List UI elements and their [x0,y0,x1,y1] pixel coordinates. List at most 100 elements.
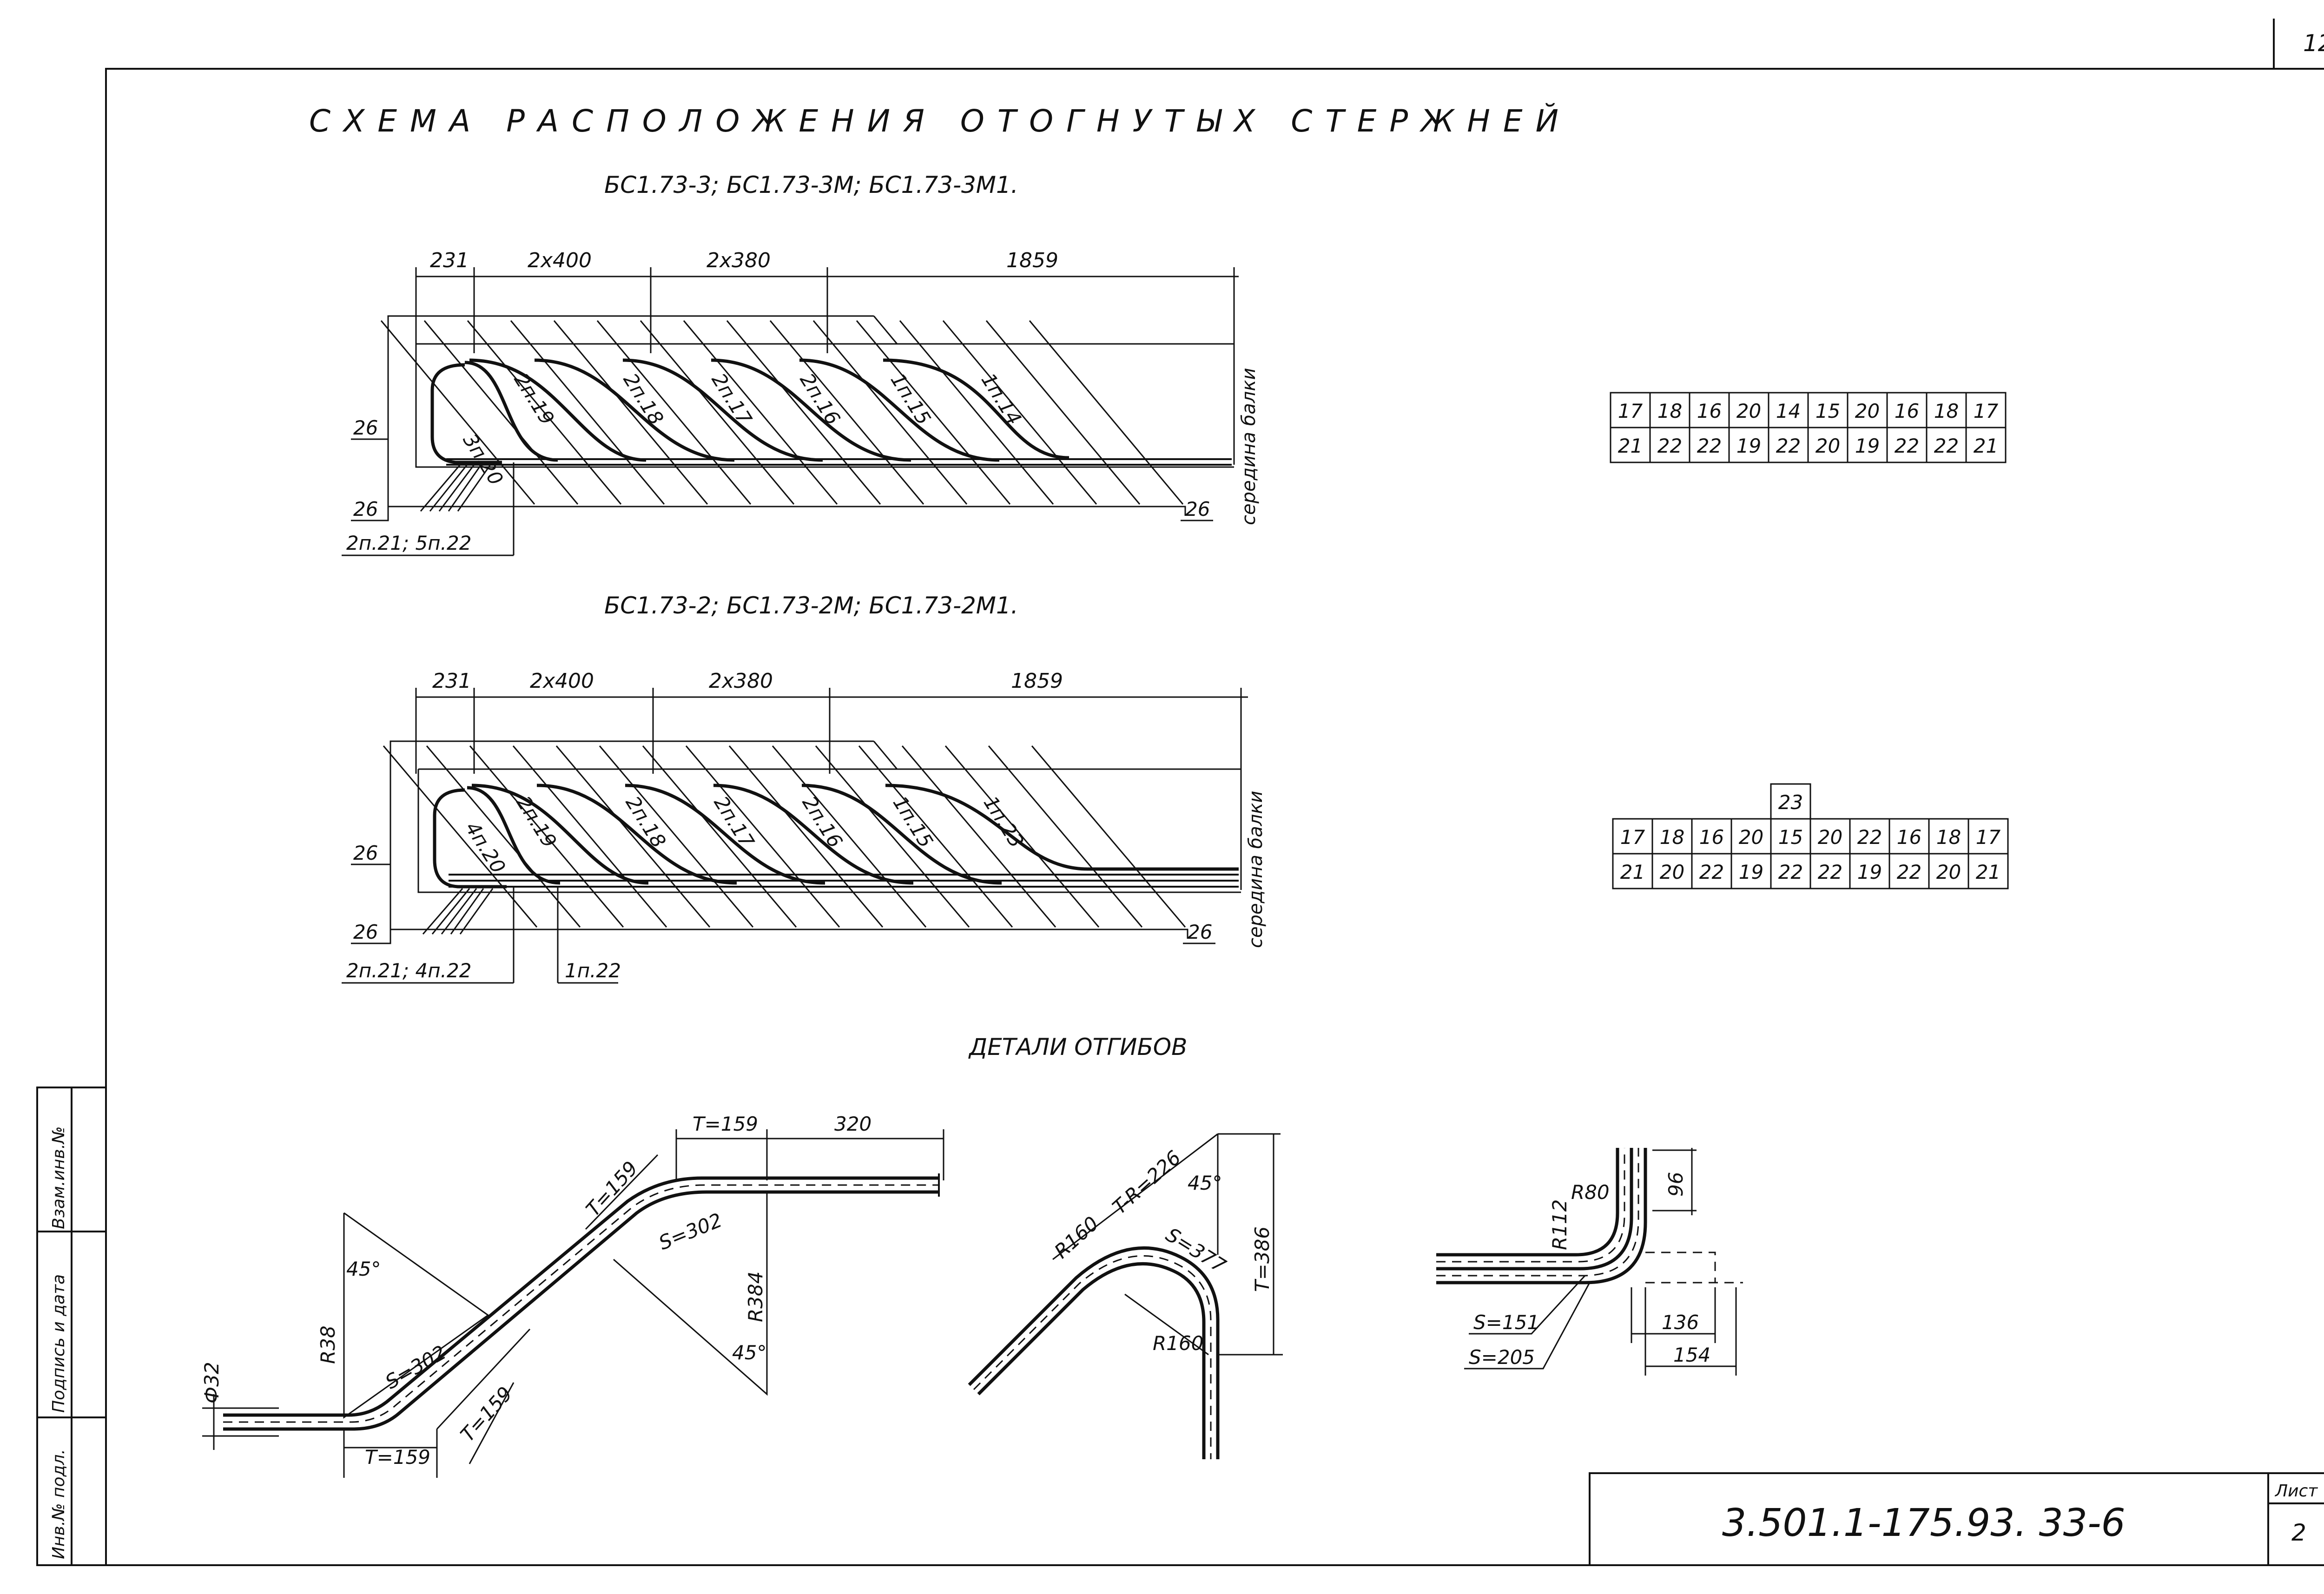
scheme2-bent-bars [433,784,1239,889]
side-stamp: Инв.№ подл. Подпись и дата Взам.инв.№ [36,1087,107,1566]
table-cell: 20 [1736,400,1761,422]
table-cell: 21 [1974,435,1998,457]
scheme1-dim-231: 231 [430,249,469,272]
detail2-angle: 45° [1188,1172,1222,1194]
scheme1-dim-2x400: 2x400 [528,249,592,272]
stirrup-line [683,320,838,505]
sheet-label: Лист [2274,1482,2318,1501]
table-cell: 20 [1739,826,1763,849]
table-cell: 22 [1657,435,1682,457]
stirrup-line [469,745,624,928]
stirrup-line [467,320,622,505]
stirrup-line [728,745,884,928]
table-cell: 18 [1936,826,1961,849]
stirrup-line [858,745,1013,928]
scheme2-bottom-label: 2п.21; 4п.22 [346,959,471,982]
table-cell: 19 [1739,861,1763,883]
table-cell: 20 [1855,400,1880,422]
table-cell: 16 [1697,400,1722,422]
detail1-t-bottom: T=159 [365,1446,430,1469]
scheme-2: БС1.73-2; БС1.73-2М; БС1.73-2М1. 231 2x4… [342,592,2009,984]
table-cell: 22 [1934,435,1959,457]
stirrup-line [812,320,968,505]
side-stamp-inv: Инв.№ подл. [49,1449,68,1559]
scheme2-bar-label: 1п.23 [979,792,1029,852]
table-cell: 14 [1776,400,1801,422]
stirrup-line [772,745,927,928]
scheme2-dimension-line: 231 2x400 2x380 1859 [415,669,1248,890]
table-cell: 21 [1618,435,1643,457]
title-block: 3.501.1-175.93. 33-6 Лист 2 [1589,1472,2324,1566]
detail1-s-upper: S=302 [655,1209,725,1255]
scheme1-dimension-line: 231 2x400 2x380 1859 [415,249,1239,465]
table-cell: 21 [1620,861,1645,883]
stirrup-line [988,745,1143,928]
detail2-t: T=386 [1251,1226,1274,1292]
scheme2-bottom-label-2: 1п.22 [565,959,621,982]
table-cell: 22 [1699,861,1724,883]
stirrup-line [383,745,538,928]
detail-3-bend: 96 R80 R112 136 154 S=151 S=205 [1436,1148,1743,1376]
scheme1-dim-1859: 1859 [1006,249,1058,272]
stirrup-line [599,745,754,928]
table-cell: 18 [1660,826,1684,849]
stirrup-line [426,745,581,928]
table-cell: 22 [1778,861,1803,883]
detail2-r160-bottom: R160 [1153,1332,1203,1355]
table-cell: 20 [1816,435,1840,457]
detail1-r384: R384 [744,1271,767,1322]
scheme1-subtitle: БС1.73-3; БС1.73-3М; БС1.73-3М1. [604,171,1018,198]
detail-1-bend: Ф32 R38 45° R384 45° S=302 S=302 T=159 T… [200,1113,944,1478]
table-cell: 19 [1855,435,1880,457]
stirrup-line [685,745,840,928]
scheme1-bottom-label: 2п.21; 5п.22 [346,532,471,554]
detail1-r38: R38 [317,1325,339,1364]
stirrup-line [423,320,579,505]
scheme2-beam-outline [390,740,1241,939]
doc-code: 3.501.1-175.93. 33-6 [1722,1501,2126,1545]
stirrup-line [726,320,881,505]
scheme2-stirrups [383,745,1186,928]
stirrup-line [555,745,711,928]
table-cell: 22 [1776,435,1801,457]
svg-text:26: 26 [353,842,378,864]
detail1-t-diag-upper: T=159 [581,1157,642,1221]
stirrup-line [380,320,535,505]
table-cell: 16 [1895,400,1919,422]
stirrup-line [596,320,752,505]
table-cell: 18 [1657,400,1682,422]
side-stamp-replace: Взам.инв.№ [49,1126,68,1229]
scheme2-dim-231: 231 [432,669,471,693]
detail-2-bend: R160 T-R=226 S=377 45° T=386 R160 [968,1133,1283,1459]
scheme1-mark-26: 26 26 26 [351,416,1213,521]
table-cell: 15 [1816,400,1840,422]
table-cell: 20 [1818,826,1842,849]
detail3-s205: S=205 [1469,1346,1535,1369]
stirrup-line [642,745,797,928]
scheme1-bar-label: 1п.15 [886,369,936,429]
table-cell: 17 [1974,400,1999,422]
stirrup-line [899,320,1054,505]
scheme1-bent-bars [430,358,1232,466]
scheme1-bar-label: 2п.16 [796,369,845,429]
drawing-title: СХЕМА РАСПОЛОЖЕНИЯ ОТОГНУТЫХ СТЕРЖНЕЙ [309,103,1571,139]
table-cell-extra: 23 [1778,791,1803,814]
svg-text:26: 26 [1188,921,1212,943]
scheme2-bar-label: 2п.18 [621,792,671,852]
stirrup-line [985,320,1141,505]
stirrup-line [769,320,924,505]
scheme1-beam-outline [387,315,1234,516]
sheet-frame [105,19,2324,1566]
scheme2-mid-label: середина балки [1245,790,1267,948]
detail1-t-top: T=159 [693,1113,758,1135]
detail2-r160-top: R160 [1050,1212,1103,1263]
detail1-angle-2: 45° [732,1341,766,1364]
scheme1-leader-lines [342,462,515,556]
table-cell: 20 [1660,861,1684,883]
detail3-154: 154 [1673,1344,1710,1366]
table-cell: 20 [1936,861,1961,883]
table-cell: 19 [1857,861,1882,883]
table-cell: 16 [1699,826,1724,849]
